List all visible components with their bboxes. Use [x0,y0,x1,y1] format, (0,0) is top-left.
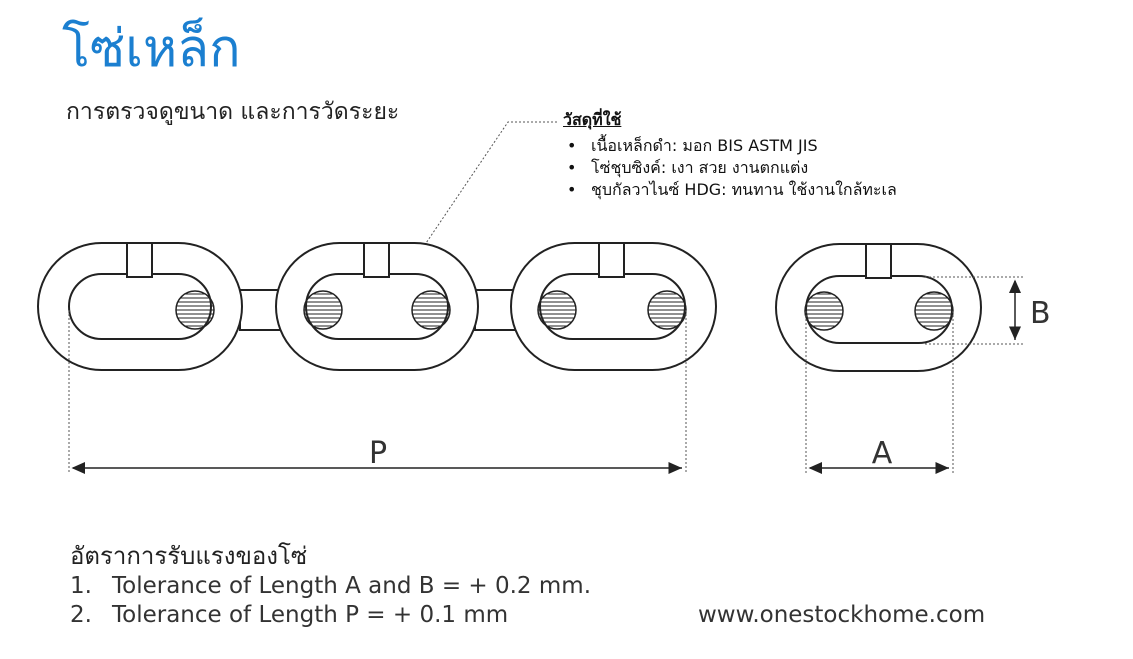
callout-leader-line [419,121,557,253]
materials-item: โซ่ชุบซิงค์: เงา สวย งานตกแต่ง [563,157,897,179]
chain-link [275,242,479,371]
chain-link [37,242,243,371]
dimension-a: A [805,311,954,474]
materials-heading: วัสดุที่ใช้ [563,110,622,129]
website-url: www.onestockhome.com [698,602,986,628]
connector-link [474,289,516,331]
tolerance-number: 2. [70,602,92,628]
materials-item: ชุบกัลวาไนซ์ HDG: ทนทาน ใช้งานใกล้ทะเล [563,179,897,201]
materials-callout: วัสดุที่ใช้ เนื้อเหล็กดำ: มอก BIS ASTM J… [563,108,897,201]
dimension-a-label: A [872,436,893,471]
page-title: โซ่เหล็ก [62,19,241,79]
materials-list: เนื้อเหล็กดำ: มอก BIS ASTM JIS โซ่ชุบซิง… [563,135,897,201]
tolerance-item: 1. Tolerance of Length A and B = + 0.2 mm… [70,573,591,599]
page-subtitle: การตรวจดูขนาด และการวัดระยะ [66,99,400,125]
chain-link [510,242,717,371]
chain-link-detail [775,243,982,372]
load-section-heading: อัตราการรับแรงของโซ่ [70,542,308,570]
tolerance-text: Tolerance of Length A and B = + 0.2 mm. [112,573,592,599]
dimension-p: P [68,310,687,474]
tolerance-item: 2. Tolerance of Length P = + 0.1 mm [70,602,508,628]
tolerance-number: 1. [70,573,92,599]
dimension-b: B [925,276,1051,345]
tolerance-text: Tolerance of Length P = + 0.1 mm [112,602,509,628]
materials-item: เนื้อเหล็กดำ: มอก BIS ASTM JIS [563,135,897,157]
dimension-b-label: B [1030,296,1051,331]
connector-link [239,289,281,331]
dimension-p-label: P [369,436,387,471]
